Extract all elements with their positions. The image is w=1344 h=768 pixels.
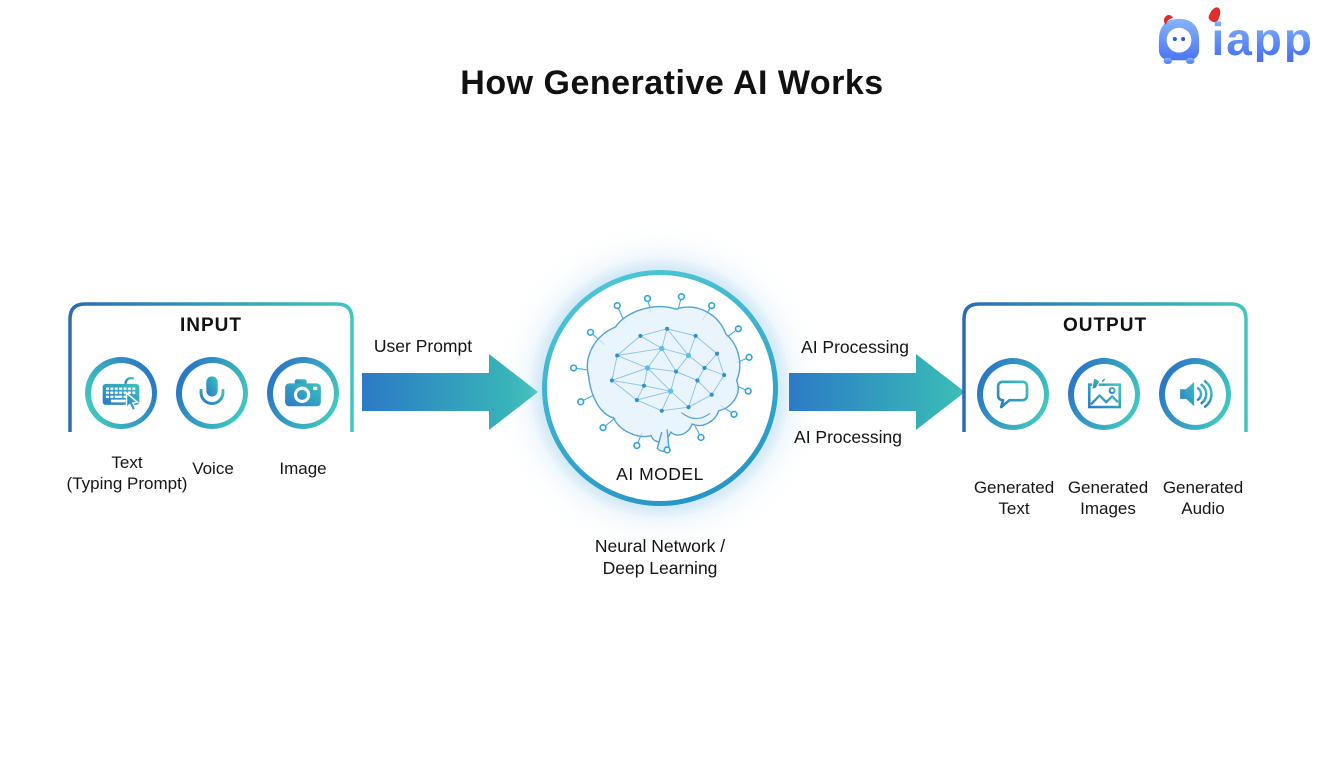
input-item-image [267,357,339,429]
input-icon-row [85,357,339,429]
image-icon [1087,376,1121,408]
speaker-icon [1180,380,1213,408]
input-item-text [85,357,157,429]
neural-brain-icon [569,293,753,454]
output-heading: OUTPUT [1062,315,1148,336]
output-item-audio [1159,358,1231,430]
ai-model-circle: AI MODEL [542,270,778,506]
camera-icon [285,379,321,407]
page-title: How Generative AI Works [460,64,884,102]
input-heading: INPUT [180,315,242,336]
input-to-model-arrow [362,354,538,430]
input-label-text: Text(Typing Prompt) [66,453,188,493]
ai-processing-label-top: AI Processing [801,337,909,357]
output-item-images [1068,358,1140,430]
input-item-voice [176,357,248,429]
model-caption: Neural Network /Deep Learning [594,536,726,578]
robot-mascot-icon [1159,15,1200,64]
input-label-image: Image [279,459,327,478]
brand-wordmark: iapp [1207,5,1314,62]
user-prompt-label: User Prompt [373,336,473,356]
model-to-output-arrow [789,354,965,430]
ai-model-label: AI MODEL [616,464,704,484]
chat-bubble-icon [996,380,1029,409]
input-box-outline [68,302,354,432]
brand-logo: iapp [1155,5,1314,66]
microphone-icon [199,376,225,411]
ai-processing-label-bottom: AI Processing [794,427,902,447]
output-item-text [977,358,1049,430]
output-icon-row [977,358,1231,430]
output-box-outline [962,302,1248,432]
keyboard-icon [102,377,140,412]
input-label-voice: Voice [192,459,234,478]
